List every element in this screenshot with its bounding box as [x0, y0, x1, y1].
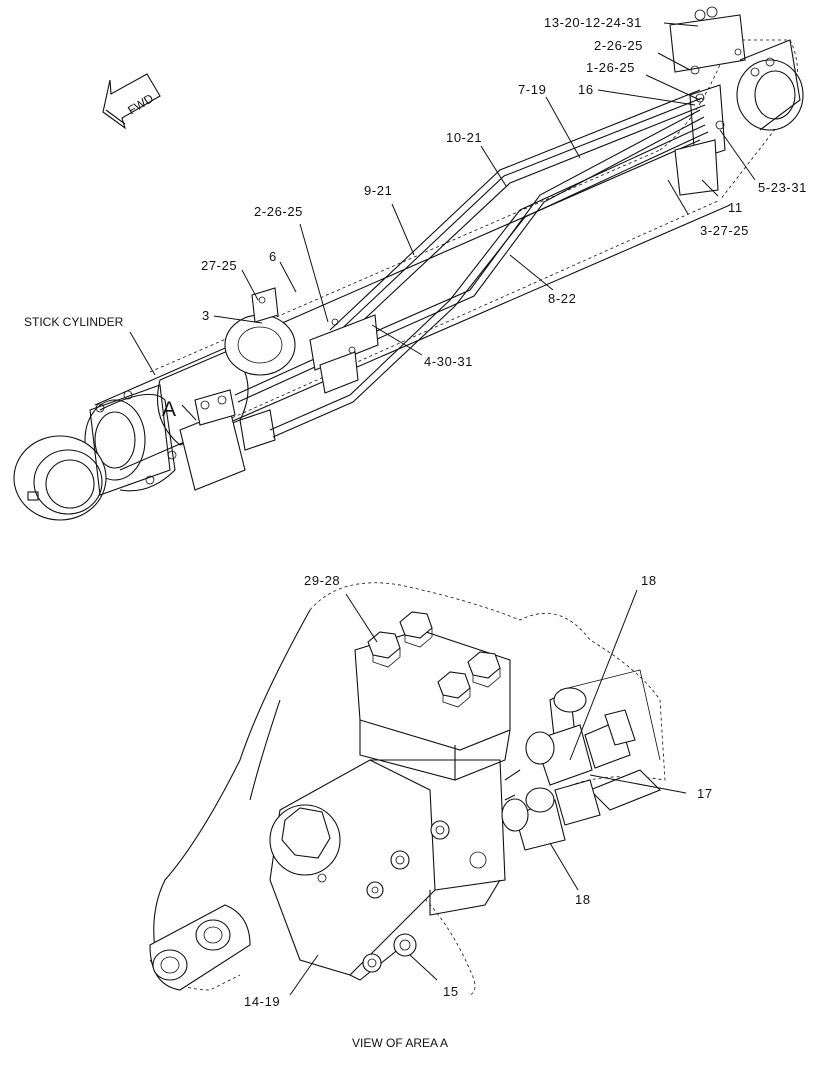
callout-4-30-31: 4-30-31 — [424, 354, 473, 369]
fwd-label: FWD — [125, 91, 156, 118]
stick-assembly-illustration: FWD — [13, 6, 804, 521]
detail-callouts: 29-28 18 17 18 15 14-19 VIEW OF AREA A — [244, 573, 713, 1050]
callout-17: 17 — [697, 786, 713, 801]
callout-29-28: 29-28 — [304, 573, 340, 588]
callout-10-21: 10-21 — [446, 130, 482, 145]
callout-18-top: 18 — [641, 573, 657, 588]
callout-2-26-25-top: 2-26-25 — [594, 38, 643, 53]
callout-18-bottom: 18 — [575, 892, 591, 907]
callout-8-22: 8-22 — [548, 291, 576, 306]
callout-7-19: 7-19 — [518, 82, 546, 97]
detail-view-area-a — [149, 582, 666, 996]
callout-1-26-25: 1-26-25 — [586, 60, 635, 75]
callout-6: 6 — [269, 249, 277, 264]
view-caption: VIEW OF AREA A — [352, 1036, 448, 1050]
area-a-marker: A — [162, 398, 176, 421]
callout-13-20-12-24-31: 13-20-12-24-31 — [544, 15, 642, 30]
callout-9-21: 9-21 — [364, 183, 392, 198]
callout-14-19: 14-19 — [244, 994, 280, 1009]
callout-15: 15 — [443, 984, 459, 999]
callout-5-23-31: 5-23-31 — [758, 180, 807, 195]
upper-leader-lines — [129, 22, 756, 421]
callout-3: 3 — [202, 308, 210, 323]
manifold-bolts — [367, 611, 501, 708]
callout-27-25: 27-25 — [201, 258, 237, 273]
callout-16: 16 — [578, 82, 594, 97]
fwd-arrow-icon — [102, 73, 161, 130]
callout-2-26-25-mid: 2-26-25 — [254, 204, 303, 219]
stick-cylinder-label: STICK CYLINDER — [24, 315, 124, 329]
detail-leader-lines — [289, 589, 687, 996]
callout-3-27-25: 3-27-25 — [700, 223, 749, 238]
callout-11: 11 — [728, 200, 743, 215]
upper-callouts: 13-20-12-24-31 2-26-25 1-26-25 16 7-19 1… — [24, 15, 807, 421]
